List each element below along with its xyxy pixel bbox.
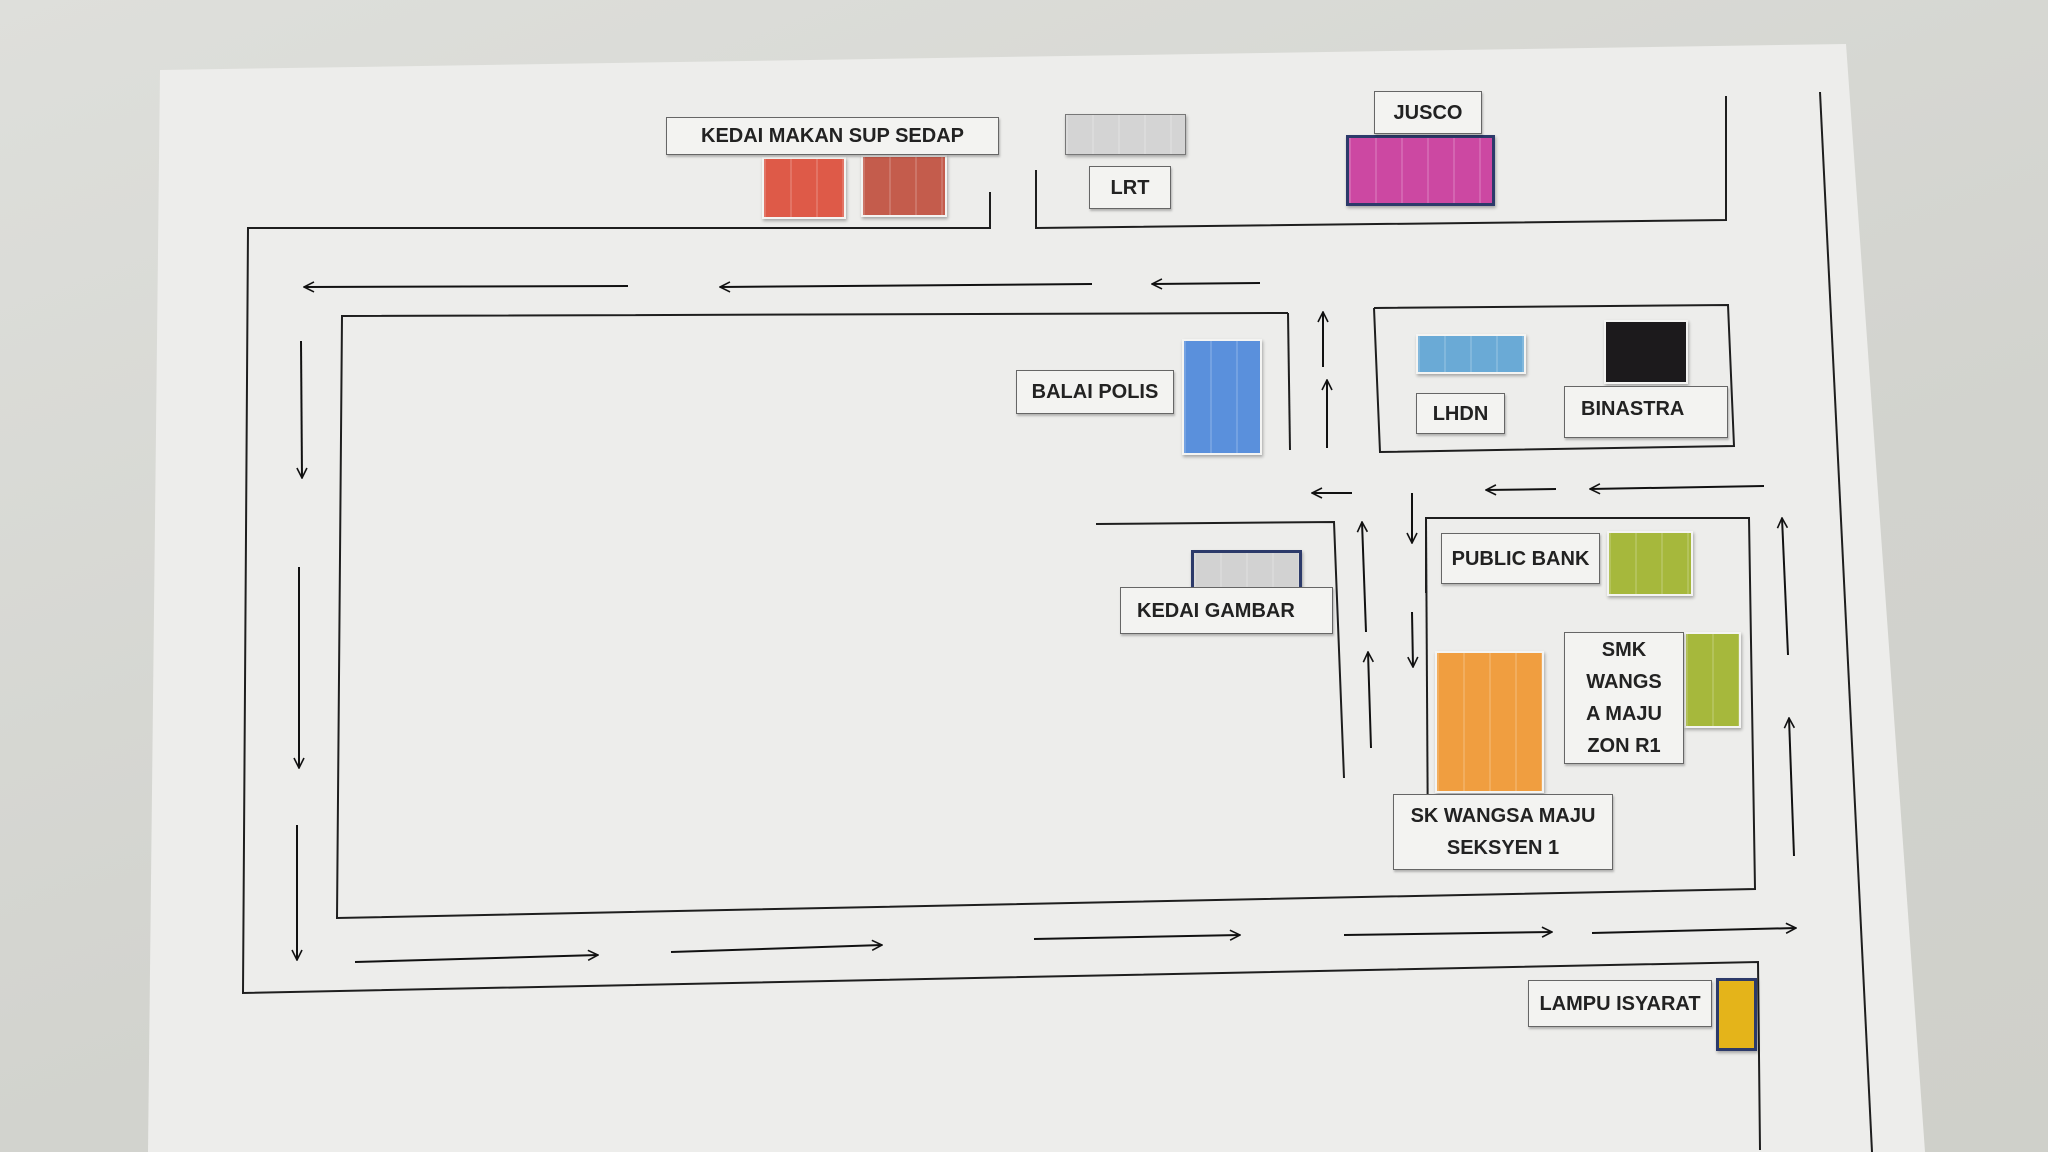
public-bank-label: PUBLIC BANK [1441, 533, 1600, 584]
smk-tile [1684, 632, 1741, 728]
arrow-east [354, 955, 598, 963]
arrow-north [1368, 652, 1371, 749]
lrt-tile [1065, 114, 1186, 155]
smk-label-line: WANGS [1586, 671, 1662, 693]
arrow-east [670, 945, 882, 953]
smk-label-line: ZON R1 [1587, 735, 1661, 757]
outer-road-line [241, 192, 1761, 1151]
sk-label-line: SK WANGSA MAJU [1410, 805, 1596, 827]
lhdn-label: LHDN [1416, 393, 1505, 434]
arrow-west [1590, 486, 1765, 489]
jusco-label: JUSCO [1374, 91, 1482, 134]
outer-road-line-top-right [1035, 96, 1727, 230]
arrow-south [301, 340, 302, 478]
sk-label-line: SEKSYEN 1 [1446, 837, 1560, 859]
public-bank-tile [1607, 531, 1693, 596]
arrow-west [304, 286, 629, 287]
arrow-east [1343, 932, 1552, 935]
smk-label-line: A MAJU [1586, 703, 1662, 725]
arrow-north [1362, 522, 1366, 633]
kedai-makan-tile-1 [762, 157, 846, 219]
balai-polis-label: BALAI POLIS [1016, 370, 1174, 414]
lampu-isyarat-tile [1716, 978, 1757, 1051]
kedai-makan-label: KEDAI MAKAN SUP SEDAP [666, 117, 999, 155]
arrow-west [1486, 489, 1557, 490]
binastra-tile [1604, 320, 1688, 384]
lhdn-block-line [1373, 303, 1736, 454]
arrow-north [1789, 718, 1794, 857]
arrow-west [1152, 283, 1261, 284]
binastra-label: BINASTRA [1564, 386, 1728, 438]
sk-wangsa-maju-label: SK WANGSA MAJU SEKSYEN 1 [1393, 794, 1613, 870]
kedai-gambar-block-line [1095, 520, 1345, 779]
sk-wangsa-maju-tile [1435, 651, 1544, 793]
inner-block-right [1287, 312, 1291, 451]
paper-surface [148, 44, 1925, 1152]
traffic-arrows [297, 283, 1796, 963]
smk-wangsa-maju-label: SMK WANGS A MAJU ZON R1 [1564, 632, 1684, 764]
kedai-gambar-tile [1191, 550, 1302, 592]
arrow-east [1033, 935, 1240, 939]
lampu-isyarat-label: LAMPU ISYARAT [1528, 980, 1712, 1027]
right-edge-line [1819, 91, 1873, 1152]
arrow-north [1782, 518, 1789, 656]
balai-polis-tile [1182, 339, 1262, 455]
arrow-south [1412, 611, 1413, 667]
kedai-makan-tile-2 [861, 155, 947, 217]
smk-label-line: SMK [1601, 639, 1647, 661]
lhdn-tile [1416, 334, 1526, 374]
jusco-tile [1346, 135, 1495, 206]
arrow-west [720, 284, 1093, 287]
arrow-east [1591, 928, 1796, 934]
kedai-gambar-label: KEDAI GAMBAR [1120, 587, 1333, 634]
lrt-label: LRT [1089, 166, 1171, 209]
